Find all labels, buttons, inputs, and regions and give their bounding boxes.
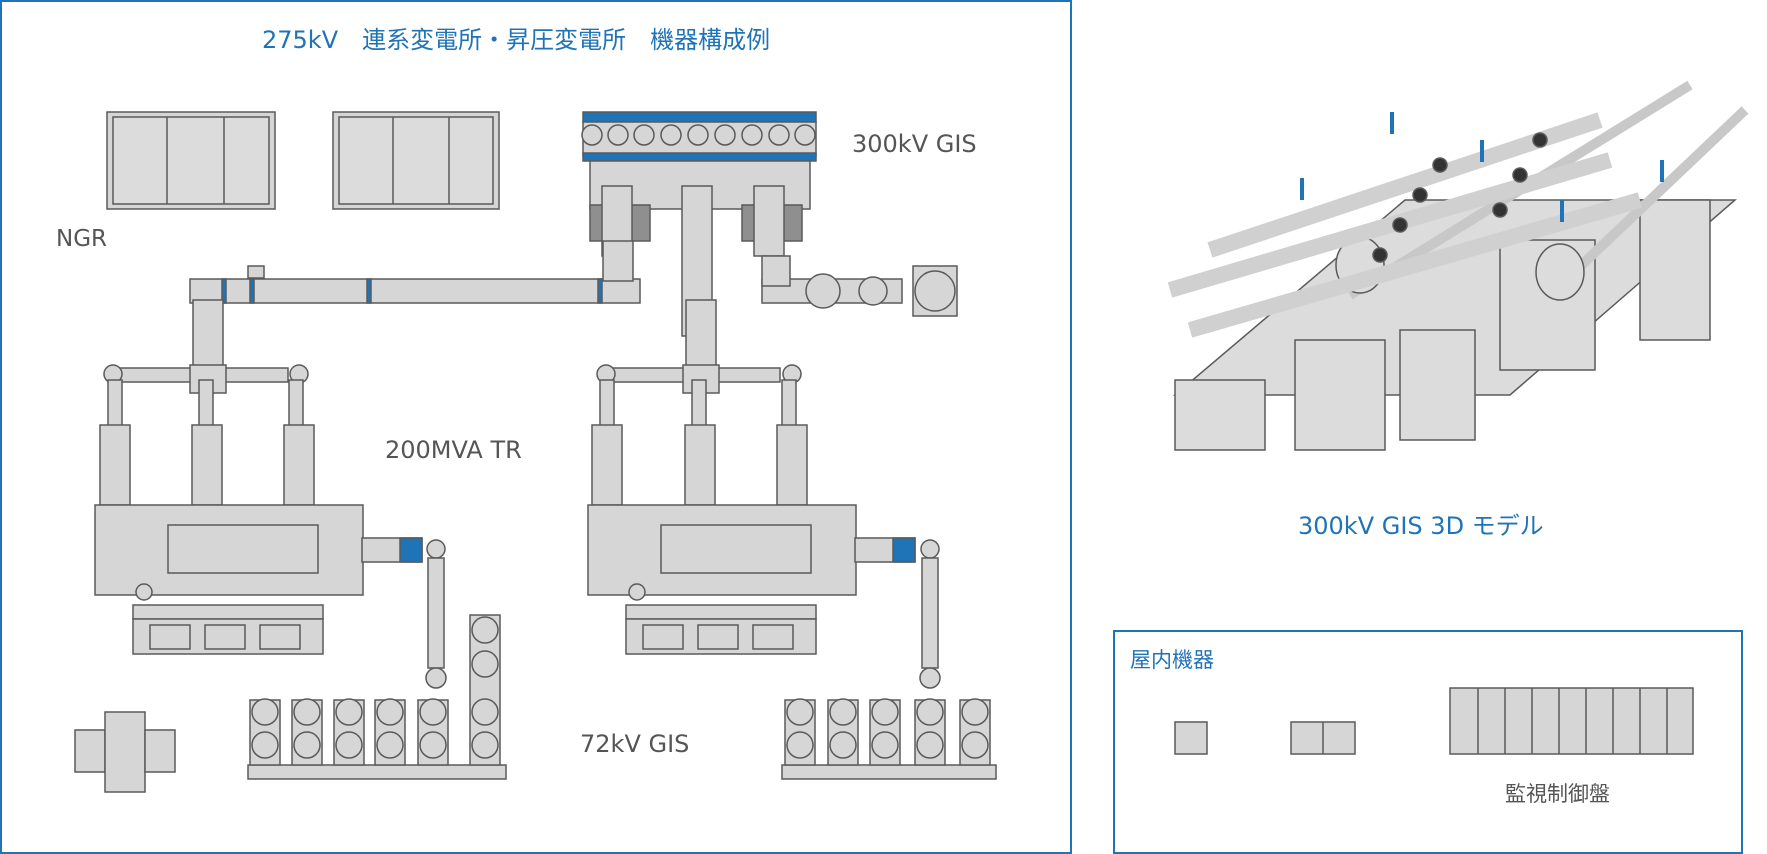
control-panel-cabinet [1449, 687, 1694, 755]
transformer-2 [587, 299, 941, 689]
gis72-label: 72kV GIS [580, 730, 690, 758]
ngr-unit-1 [106, 111, 276, 210]
control-panel-label: 監視制御盤 [1505, 782, 1610, 806]
transformer-1 [94, 299, 447, 689]
gis72-group-2 [781, 698, 997, 780]
gis72-group-1 [247, 614, 507, 780]
transformer-label: 200MVA TR [385, 436, 522, 464]
model-caption: 300kV GIS 3D モデル [1298, 512, 1544, 540]
ngr-unit-2 [332, 111, 500, 210]
small-transformer [74, 711, 176, 793]
gis300-label: 300kV GIS [852, 130, 977, 158]
gis-3d-model [1167, 80, 1749, 451]
indoor-panel-title: 屋内機器 [1130, 648, 1214, 672]
indoor-units [1174, 721, 1356, 755]
main-bus [189, 240, 958, 317]
main-panel-title: 275kV 連系変電所・昇圧変電所 機器構成例 [262, 26, 771, 54]
ngr-label: NGR [56, 226, 108, 252]
